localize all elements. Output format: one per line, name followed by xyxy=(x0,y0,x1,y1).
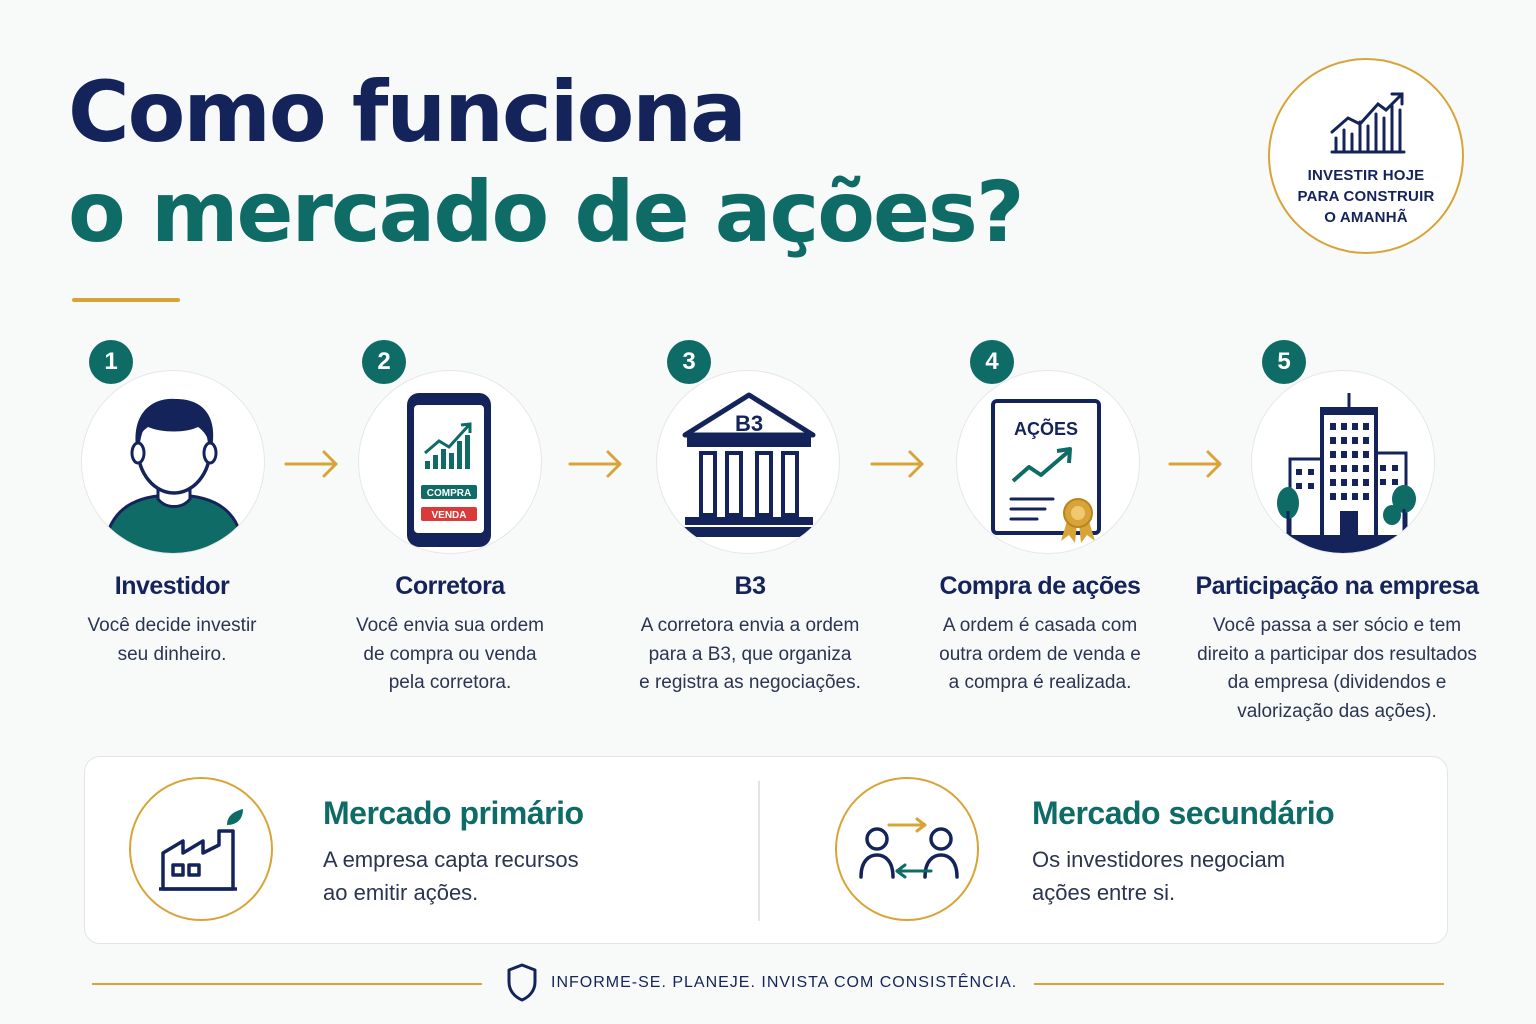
step-4-illustration: AÇÕES xyxy=(956,370,1140,554)
certificate-label: AÇÕES xyxy=(1014,418,1078,439)
primary-market-title: Mercado primário xyxy=(323,795,584,831)
page-title: Como funciona o mercado de ações? xyxy=(68,62,1025,262)
footer-slogan: INFORME-SE. PLANEJE. INVISTA COM CONSIST… xyxy=(551,974,1018,991)
step-5-illustration xyxy=(1251,370,1435,554)
primary-market-illustration xyxy=(129,777,273,921)
step-1-description: Você decide investir seu dinheiro. xyxy=(87,615,257,665)
person-icon xyxy=(102,398,246,553)
step-5-description: Você passa a ser sócio e tem direito a p… xyxy=(1197,615,1477,722)
secondary-market-description: Os investidores negociam ações entre si. xyxy=(1032,847,1286,905)
factory-icon xyxy=(159,809,243,891)
step-4-title: Compra de ações xyxy=(939,572,1141,600)
footer-line-left xyxy=(92,983,482,985)
primary-market-description: A empresa capta recursos ao emitir ações… xyxy=(323,847,579,905)
step-3-number: 3 xyxy=(667,340,711,384)
badge-text: INVESTIR HOJE PARA CONSTRUIR O AMANHÃ xyxy=(1297,167,1435,226)
arrow-right-icon xyxy=(284,450,338,478)
market-types-panel: Mercado primário A empresa capta recurso… xyxy=(84,756,1448,944)
shield-icon xyxy=(507,963,537,1002)
step-2-description: Você envia sua ordem de compra ou venda … xyxy=(355,615,544,693)
step-4-description: A ordem é casada com outra ordem de vend… xyxy=(939,615,1141,693)
step-1-number: 1 xyxy=(89,340,133,384)
step-3-description: A corretora envia a ordem para a B3, que… xyxy=(639,615,861,693)
stock-certificate-icon: AÇÕES xyxy=(991,399,1101,543)
panel-divider xyxy=(758,781,760,921)
step-3-illustration: B3 xyxy=(656,370,840,554)
company-building-icon xyxy=(1253,393,1434,553)
growth-chart-icon xyxy=(1330,92,1406,154)
step-5-title: Participação na empresa xyxy=(1195,572,1479,600)
sell-label: VENDA xyxy=(431,510,466,521)
step-1-illustration xyxy=(81,370,265,554)
building-label: B3 xyxy=(735,411,763,436)
arrow-right-icon xyxy=(1168,450,1222,478)
step-1-title: Investidor xyxy=(114,572,230,600)
step-4-number: 4 xyxy=(970,340,1014,384)
footer-line-right xyxy=(1034,983,1444,985)
arrow-right-icon xyxy=(870,450,924,478)
buy-label: COMPRA xyxy=(427,488,471,499)
title-line-1: Como funciona xyxy=(68,63,747,161)
secondary-market-illustration xyxy=(835,777,979,921)
arrow-right-icon xyxy=(568,450,622,478)
step-3-title: B3 xyxy=(734,572,766,600)
title-line-2: o mercado de ações? xyxy=(68,163,1025,261)
slogan-badge: INVESTIR HOJE PARA CONSTRUIR O AMANHÃ xyxy=(1268,58,1464,254)
step-5-number: 5 xyxy=(1262,340,1306,384)
exchange-building-icon: B3 xyxy=(677,392,821,537)
step-2-illustration: COMPRA VENDA xyxy=(358,370,542,554)
secondary-market-title: Mercado secundário xyxy=(1032,795,1335,831)
smartphone-icon: COMPRA VENDA xyxy=(407,393,491,547)
step-2-title: Corretora xyxy=(395,572,505,600)
people-exchange-icon xyxy=(859,817,959,879)
title-underline xyxy=(72,298,180,302)
step-2-number: 2 xyxy=(362,340,406,384)
